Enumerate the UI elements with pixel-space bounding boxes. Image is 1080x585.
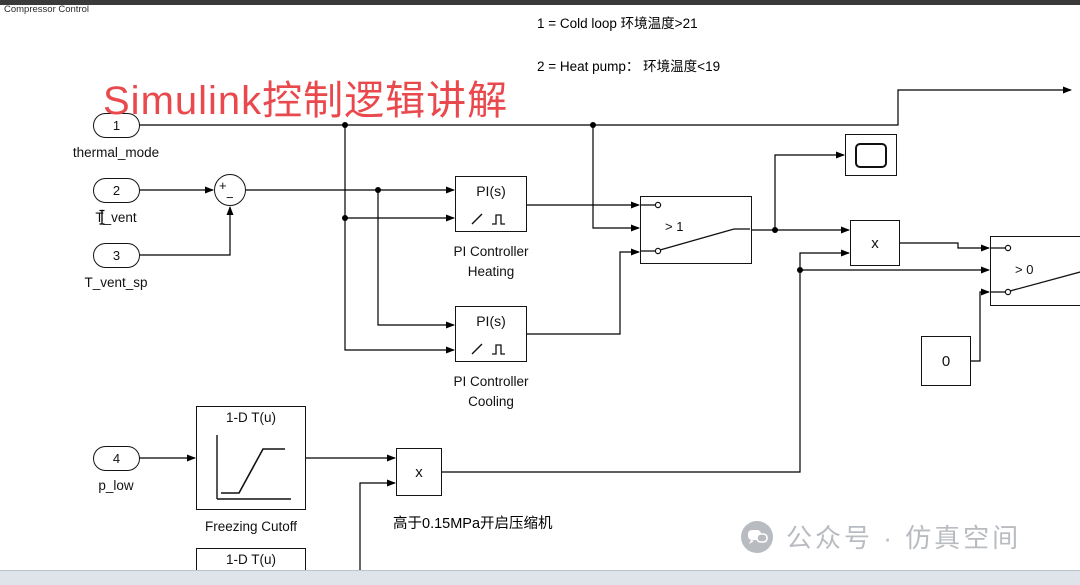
inport-number: 2: [112, 183, 121, 198]
scope-icon: [855, 143, 887, 168]
wechat-official-account-icon: [741, 520, 773, 553]
pi-cooling-label[interactable]: PI Controller Cooling: [453, 374, 529, 409]
wire[interactable]: [442, 249, 850, 473]
pi-reset-icon: [471, 343, 505, 355]
branch-dot: [797, 267, 803, 273]
switch-criteria-text: > 0: [1015, 262, 1034, 277]
inport-label-t-vent-sp[interactable]: T_vent_sp: [84, 275, 148, 290]
watermark-text: 公众号 · 仿真空间: [786, 523, 1022, 553]
sum-minus-sign: −: [226, 190, 234, 205]
pi-heating-label[interactable]: PI Controller Heating: [453, 244, 529, 279]
switch-criteria-text: > 1: [665, 219, 684, 234]
lookup-header-text: 1-D T(u): [225, 410, 276, 425]
switch-diagram-icon: [641, 201, 750, 255]
product-symbol: x: [871, 234, 879, 252]
lookup-header-text: 1-D T(u): [225, 552, 276, 567]
wire[interactable]: [900, 242, 990, 252]
switch-diagram-icon: [991, 244, 1080, 296]
wire[interactable]: [139, 206, 234, 256]
wire[interactable]: [752, 151, 845, 231]
watermark: 公众号 · 仿真空间: [740, 518, 1021, 555]
ibeam-cursor: [99, 209, 105, 225]
lookup-table-freezing-cutoff[interactable]: 1-D T(u): [196, 406, 306, 510]
inport-t-vent-sp[interactable]: 3: [93, 243, 140, 268]
branch-dot: [590, 122, 596, 128]
wire[interactable]: [527, 248, 640, 335]
branch-dot: [772, 227, 778, 233]
wire[interactable]: [344, 125, 455, 222]
switch-block-1[interactable]: > 1: [640, 196, 752, 264]
window-title: Compressor Control: [4, 4, 89, 15]
product-block-1[interactable]: x: [850, 220, 900, 266]
inport-number: 1: [112, 118, 121, 133]
window-top-strip: [0, 0, 1080, 5]
annotation-red-title[interactable]: Simulink控制逻辑讲解: [103, 79, 509, 123]
annotation-heat-pump[interactable]: 2 = Heat pump： 环境温度<19: [537, 59, 721, 74]
constant-value: 0: [941, 352, 951, 370]
wire[interactable]: [971, 288, 990, 362]
pi-controller-cooling-block[interactable]: PI(s): [455, 306, 527, 362]
annotation-cold-loop[interactable]: 1 = Cold loop 环境温度>21: [537, 16, 698, 31]
product-block-2[interactable]: x: [396, 448, 442, 496]
pi-reset-icon: [471, 213, 505, 225]
pi-controller-heating-block[interactable]: PI(s): [455, 176, 527, 232]
switch-block-2[interactable]: > 0: [990, 236, 1080, 306]
scope-block[interactable]: [845, 134, 897, 176]
inport-number: 4: [112, 451, 121, 466]
lookup-freezing-cutoff-label[interactable]: Freezing Cutoff: [204, 519, 298, 534]
branch-dot: [342, 122, 348, 128]
sum-block[interactable]: + −: [214, 174, 246, 206]
inport-t-vent[interactable]: 2: [93, 178, 140, 203]
wire[interactable]: [344, 218, 455, 354]
branch-dot: [375, 187, 381, 193]
inport-thermal-mode[interactable]: 1: [93, 113, 140, 138]
pi-transfer-text: PI(s): [476, 313, 506, 329]
annotation-pressure-note[interactable]: 高于0.15MPa开启压缩机: [393, 516, 553, 532]
horizontal-scrollbar[interactable]: [0, 570, 1080, 585]
branch-dot: [342, 215, 348, 221]
inport-p-low[interactable]: 4: [93, 446, 140, 471]
wire-thermal-mode[interactable]: [139, 86, 1072, 126]
wire[interactable]: [377, 190, 455, 329]
inport-label-thermal-mode[interactable]: thermal_mode: [72, 145, 160, 160]
inport-label-p-low[interactable]: p_low: [98, 478, 134, 493]
lookup-graph-icon: [216, 435, 291, 500]
inport-label-t-vent[interactable]: T_vent: [95, 210, 137, 225]
pi-transfer-text: PI(s): [476, 183, 506, 199]
wire[interactable]: [306, 479, 396, 579]
wire[interactable]: [592, 125, 640, 232]
sum-plus-sign: +: [219, 178, 227, 193]
inport-number: 3: [112, 248, 121, 263]
constant-block[interactable]: 0: [921, 336, 971, 386]
product-symbol: x: [415, 463, 423, 481]
